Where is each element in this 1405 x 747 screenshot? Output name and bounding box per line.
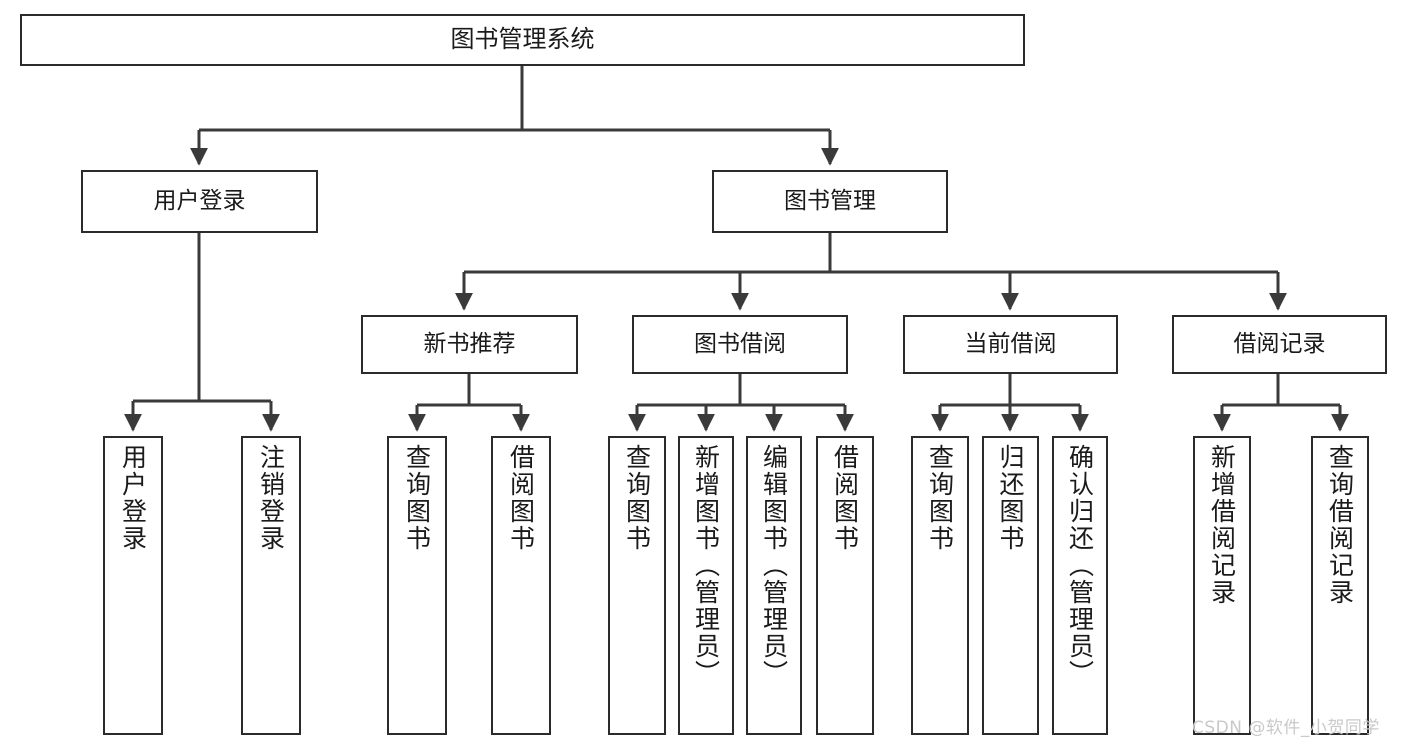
leaf-book-borrow-edit-label: 编辑图书（管理员） bbox=[759, 444, 789, 687]
node-current-borrow[interactable]: 当前借阅 bbox=[903, 315, 1118, 374]
leaf-new-book-query[interactable]: 查询图书 bbox=[387, 436, 447, 735]
node-root-system-label: 图书管理系统 bbox=[450, 25, 595, 54]
node-root-system[interactable]: 图书管理系统 bbox=[20, 14, 1025, 66]
leaf-book-borrow-query-label: 查询图书 bbox=[622, 444, 652, 552]
leaf-book-borrow-add-label: 新增图书（管理员） bbox=[691, 444, 721, 687]
leaf-book-borrow-add[interactable]: 新增图书（管理员） bbox=[678, 436, 734, 735]
leaf-borrow-record-add[interactable]: 新增借阅记录 bbox=[1193, 436, 1251, 735]
node-book-borrow[interactable]: 图书借阅 bbox=[632, 315, 848, 374]
leaf-current-borrow-confirm[interactable]: 确认归还（管理员） bbox=[1052, 436, 1108, 735]
leaf-borrow-record-query[interactable]: 查询借阅记录 bbox=[1311, 436, 1369, 735]
leaf-current-borrow-query[interactable]: 查询图书 bbox=[911, 436, 969, 735]
leaf-user-login-login[interactable]: 用户登录 bbox=[103, 436, 163, 735]
leaf-user-login-logout-label: 注销登录 bbox=[256, 444, 286, 552]
node-new-book-recommend-label: 新书推荐 bbox=[423, 331, 516, 358]
node-user-login-label: 用户登录 bbox=[153, 188, 246, 215]
leaf-book-borrow-edit[interactable]: 编辑图书（管理员） bbox=[746, 436, 802, 735]
leaf-borrow-record-add-label: 新增借阅记录 bbox=[1207, 444, 1237, 606]
leaf-new-book-borrow-label: 借阅图书 bbox=[506, 444, 536, 552]
node-new-book-recommend[interactable]: 新书推荐 bbox=[361, 315, 578, 374]
leaf-book-borrow-borrow-label: 借阅图书 bbox=[830, 444, 860, 552]
node-user-login[interactable]: 用户登录 bbox=[81, 170, 318, 233]
leaf-book-borrow-borrow[interactable]: 借阅图书 bbox=[816, 436, 874, 735]
csdn-watermark: CSDN @软件_小贺同学 bbox=[1192, 718, 1380, 738]
leaf-user-login-login-label: 用户登录 bbox=[118, 444, 148, 552]
leaf-borrow-record-query-label: 查询借阅记录 bbox=[1325, 444, 1355, 606]
node-book-management-label: 图书管理 bbox=[784, 188, 876, 215]
leaf-current-borrow-return[interactable]: 归还图书 bbox=[982, 436, 1039, 735]
node-book-management[interactable]: 图书管理 bbox=[712, 170, 948, 233]
leaf-current-borrow-confirm-label: 确认归还（管理员） bbox=[1065, 444, 1095, 687]
leaf-current-borrow-return-label: 归还图书 bbox=[996, 444, 1025, 552]
node-borrow-record-label: 借阅记录 bbox=[1233, 331, 1326, 358]
leaf-new-book-query-label: 查询图书 bbox=[402, 444, 432, 552]
node-borrow-record[interactable]: 借阅记录 bbox=[1172, 315, 1387, 374]
node-current-borrow-label: 当前借阅 bbox=[964, 331, 1057, 358]
node-book-borrow-label: 图书借阅 bbox=[694, 331, 786, 358]
leaf-current-borrow-query-label: 查询图书 bbox=[925, 444, 955, 552]
leaf-book-borrow-query[interactable]: 查询图书 bbox=[608, 436, 666, 735]
leaf-new-book-borrow[interactable]: 借阅图书 bbox=[491, 436, 551, 735]
leaf-user-login-logout[interactable]: 注销登录 bbox=[241, 436, 301, 735]
